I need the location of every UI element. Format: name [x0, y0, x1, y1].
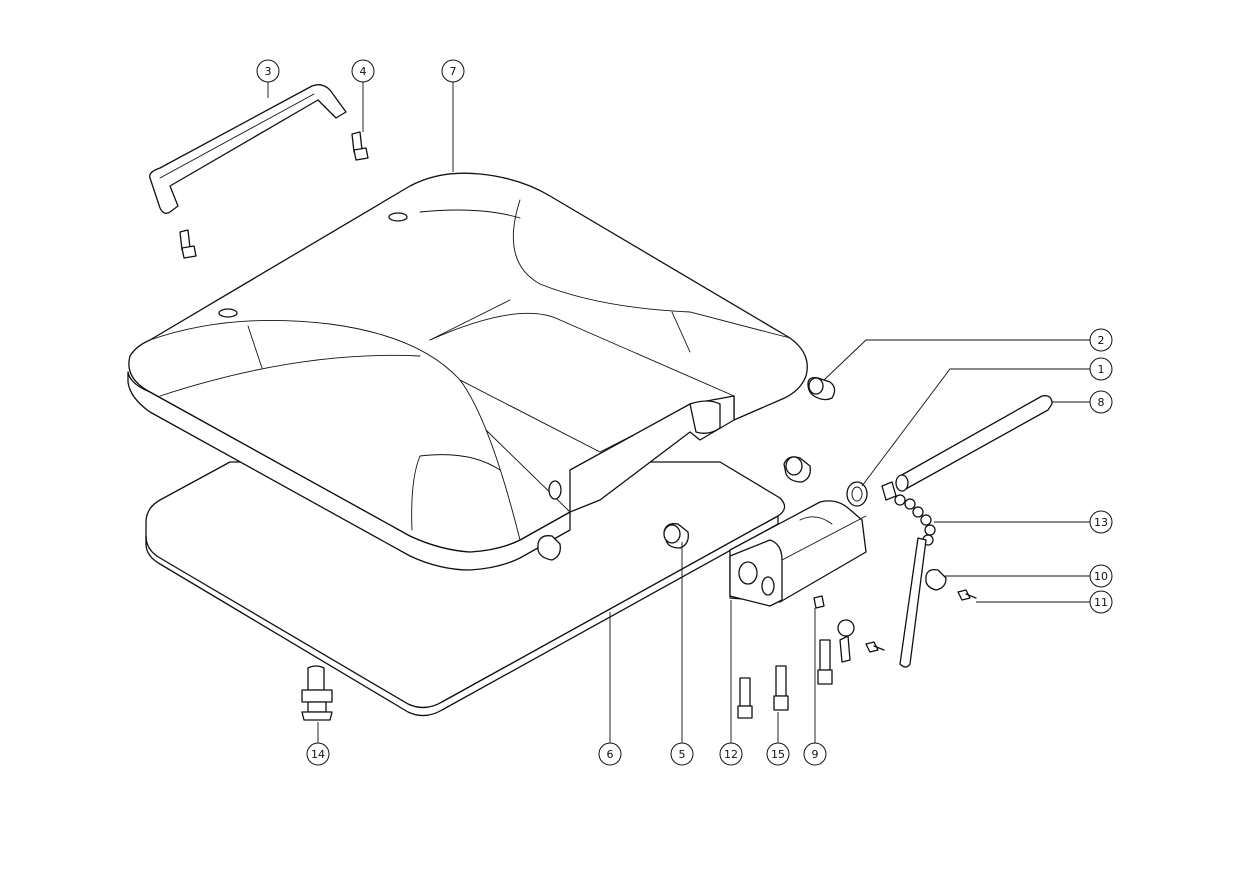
- fasteners: [737, 595, 855, 719]
- rod: [895, 395, 1053, 492]
- callout-6-label: 6: [607, 748, 614, 761]
- callout-3: 3: [256, 59, 280, 83]
- callout-10: 10: [1089, 564, 1113, 588]
- callout-12: 12: [719, 742, 743, 766]
- callout-7: 7: [441, 59, 465, 83]
- leader-lines: [267, 82, 1090, 743]
- callout-5-label: 5: [679, 748, 686, 761]
- callout-13: 13: [1089, 510, 1113, 534]
- callout-6: 6: [598, 742, 622, 766]
- foot: [301, 665, 333, 721]
- callout-4: 4: [351, 59, 375, 83]
- handle: [149, 84, 347, 214]
- callout-9-label: 9: [812, 748, 819, 761]
- callout-1: 1: [1089, 357, 1113, 381]
- callout-1-label: 1: [1098, 363, 1105, 376]
- handle-screws: [179, 131, 369, 259]
- callout-10-label: 10: [1094, 570, 1108, 583]
- callout-5: 5: [670, 742, 694, 766]
- callout-3-label: 3: [265, 65, 272, 78]
- chain: [881, 481, 936, 668]
- callout-14: 14: [306, 742, 330, 766]
- seat-shell: [127, 172, 808, 571]
- callout-11-label: 11: [1094, 596, 1108, 609]
- hinge-block: [729, 481, 868, 607]
- callout-2: 2: [1089, 328, 1113, 352]
- callout-13-label: 13: [1094, 516, 1108, 529]
- callout-15-label: 15: [771, 748, 785, 761]
- callout-15: 15: [766, 742, 790, 766]
- callout-8-label: 8: [1098, 396, 1105, 409]
- callout-11: 11: [1089, 590, 1113, 614]
- callout-2-label: 2: [1098, 334, 1105, 347]
- bushings: [537, 376, 836, 561]
- callout-8: 8: [1089, 390, 1113, 414]
- callout-9: 9: [803, 742, 827, 766]
- callout-7-label: 7: [450, 65, 457, 78]
- spacer-and-screw: [865, 568, 977, 653]
- callout-4-label: 4: [360, 65, 367, 78]
- callout-14-label: 14: [311, 748, 325, 761]
- callout-12-label: 12: [724, 748, 738, 761]
